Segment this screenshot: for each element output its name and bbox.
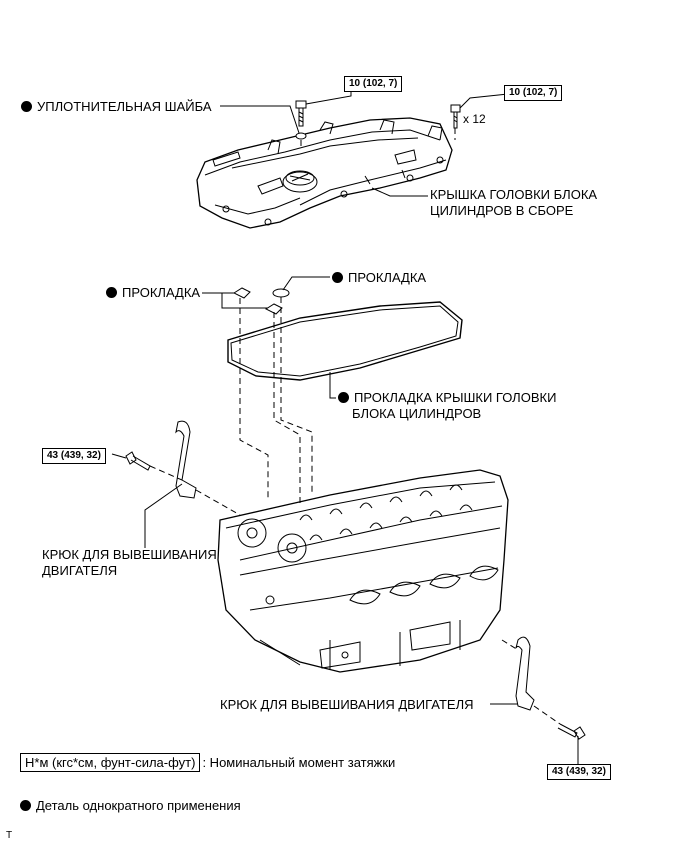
single-use-marker — [332, 272, 343, 283]
cover-gasket-loop — [227, 301, 463, 381]
footer-code: T — [6, 830, 13, 841]
legend-single-use-text: Деталь однократного применения — [36, 798, 241, 813]
washer-label-text: УПЛОТНИТЕЛЬНАЯ ШАЙБА — [37, 99, 212, 114]
single-use-marker — [338, 392, 349, 403]
engine-hook-right — [515, 636, 535, 711]
washer-label: УПЛОТНИТЕЛЬНАЯ ШАЙБА — [21, 99, 212, 115]
hook-bolt-left — [125, 451, 151, 471]
legend-single-use: Деталь однократного применения — [20, 798, 241, 814]
hook-bolt-right — [557, 723, 586, 740]
torque-box-hook-right: 43 (439, 32) — [547, 764, 611, 780]
torque-box-hook-left: 43 (439, 32) — [42, 448, 106, 464]
cover-bolt-multi — [450, 104, 461, 129]
engine-hook-left — [175, 420, 197, 499]
torque-box-bolt-multi: 10 (102, 7) — [504, 85, 563, 101]
torque-box-bolt: 10 (102, 7) — [344, 76, 403, 92]
legend-torque: Н*м (кгс*см, фунт-сила-фут): Номинальный… — [20, 753, 396, 772]
leader-lines — [111, 85, 579, 764]
single-use-marker — [21, 101, 32, 112]
single-use-marker — [20, 800, 31, 811]
bolt-quantity: x 12 — [463, 112, 486, 126]
cover-label-line2: ЦИЛИНДРОВ В СБОРЕ — [430, 203, 574, 218]
hook-right-label: КРЮК ДЛЯ ВЫВЕШИВАНИЯ ДВИГАТЕЛЯ — [220, 697, 474, 712]
gasket-left-label: ПРОКЛАДКА — [106, 285, 200, 301]
cover-gasket-line1: ПРОКЛАДКА КРЫШКИ ГОЛОВКИ — [354, 390, 557, 405]
gasket-right-label: ПРОКЛАДКА — [332, 270, 426, 286]
cover-gasket-line2: БЛОКА ЦИЛИНДРОВ — [352, 406, 482, 421]
o-ring-gasket — [272, 288, 290, 298]
cover-label-line1: КРЫШКА ГОЛОВКИ БЛОКА — [430, 187, 598, 202]
cover-label: КРЫШКА ГОЛОВКИ БЛОКА ЦИЛИНДРОВ В СБОРЕ — [430, 187, 597, 219]
cylinder-head-cover — [196, 117, 453, 229]
cover-gasket-label: ПРОКЛАДКА КРЫШКИ ГОЛОВКИ БЛОКА ЦИЛИНДРОВ — [338, 390, 556, 422]
single-use-marker — [106, 287, 117, 298]
hook-left-label: КРЮК ДЛЯ ВЫВЕШИВАНИЯ ДВИГАТЕЛЯ — [42, 547, 217, 579]
cover-bolt — [295, 100, 307, 127]
washer — [295, 132, 307, 140]
legend-unit-box: Н*м (кгс*см, фунт-сила-фут) — [20, 753, 201, 772]
gasket-left-text: ПРОКЛАДКА — [122, 285, 201, 300]
hook-left-line1: КРЮК ДЛЯ ВЫВЕШИВАНИЯ — [42, 547, 217, 562]
spark-plug-gasket-2 — [264, 303, 283, 315]
legend-unit-desc: : Номинальный момент затяжки — [202, 755, 396, 770]
hook-left-line2: ДВИГАТЕЛЯ — [42, 563, 118, 578]
spark-plug-gasket-1 — [232, 287, 251, 299]
cylinder-head — [217, 469, 509, 673]
assembly-lines — [149, 128, 561, 725]
gasket-right-text: ПРОКЛАДКА — [348, 270, 427, 285]
